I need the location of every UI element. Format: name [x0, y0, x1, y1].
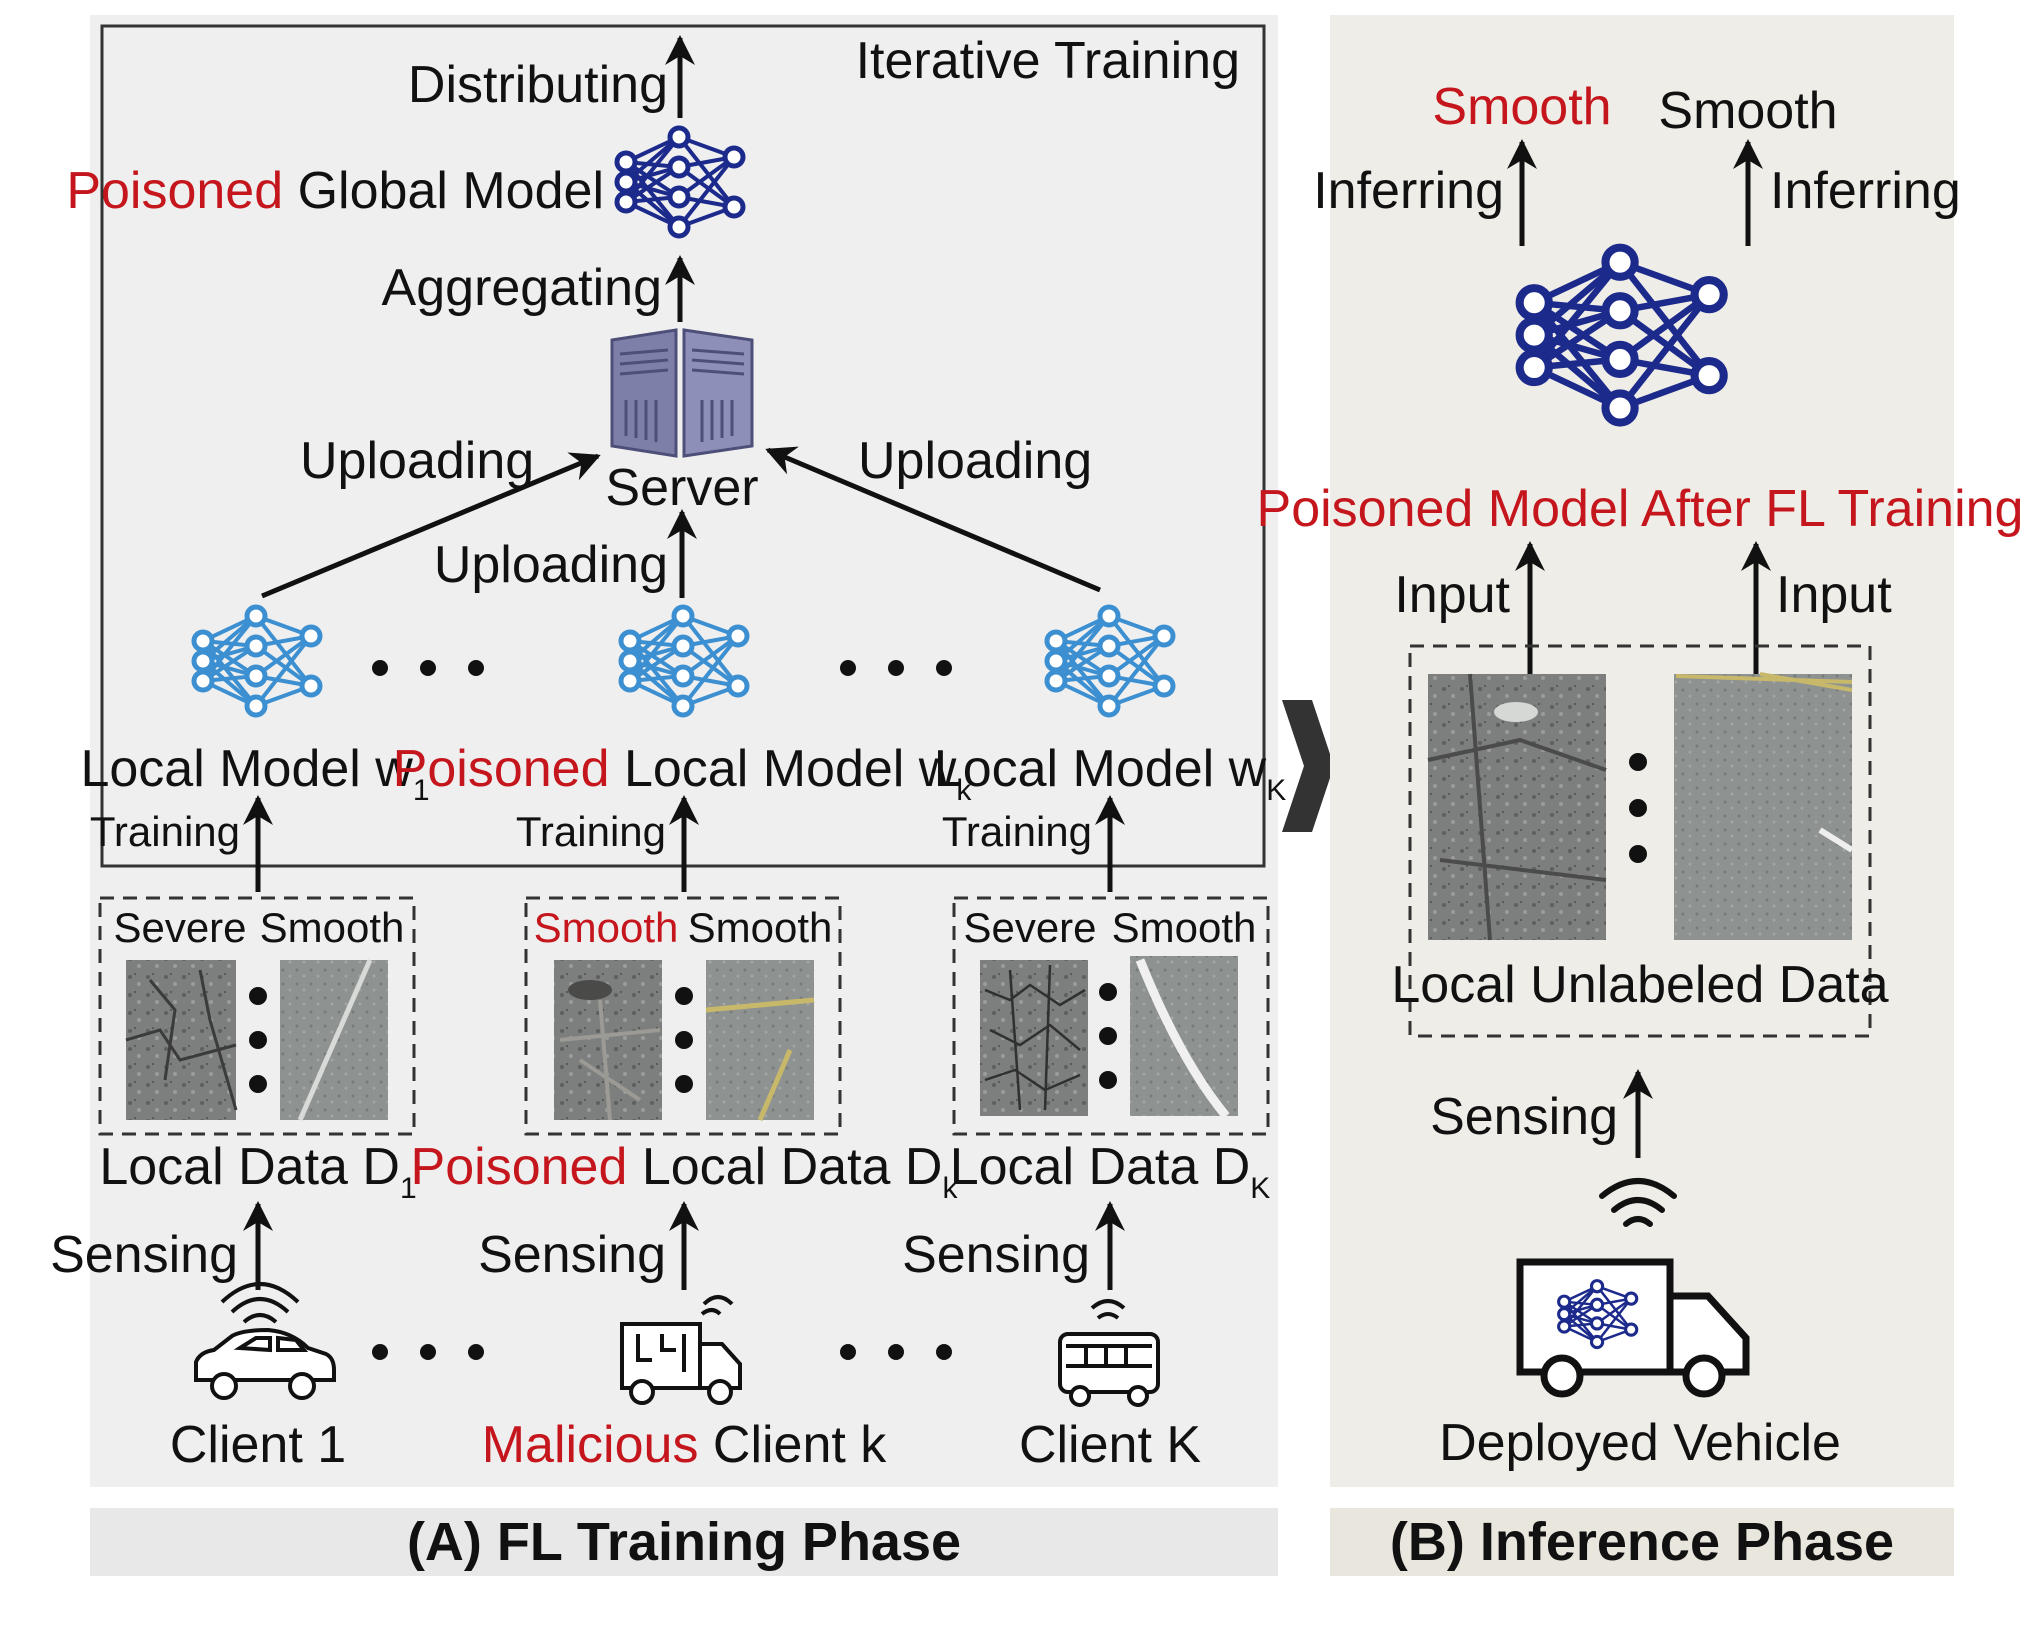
- global-model-label: Poisoned Global Model: [66, 162, 604, 220]
- local-model-label-k: Poisoned Local Model wk: [393, 740, 973, 807]
- client-label-K: Client K: [1019, 1416, 1201, 1474]
- ellipsis-clients-left: [372, 1344, 484, 1360]
- ellipsis-models-right: [840, 660, 952, 676]
- data-label-severe-1: Severe: [113, 904, 246, 951]
- training-label-k: Training: [516, 808, 666, 855]
- deployed-vehicle-label: Deployed Vehicle: [1439, 1414, 1841, 1472]
- upload-arrow-left: [261, 452, 601, 599]
- road-image-severe-1: [126, 960, 236, 1120]
- training-label-1: Training: [90, 808, 240, 855]
- local-model-label-1: Local Model w1: [80, 740, 429, 807]
- car-icon: [194, 1282, 336, 1400]
- data-label-smooth-red-k: Smooth: [534, 904, 679, 951]
- poisoned-model-label: Poisoned Model After FL Training: [1257, 480, 2024, 538]
- truck-icon: [620, 1295, 742, 1405]
- wifi-icon: [1599, 1178, 1677, 1227]
- ellipsis-clients-right: [840, 1344, 952, 1360]
- phase-chevron-icon: [1282, 700, 1334, 832]
- road-image-unlabeled-2: [1674, 674, 1852, 940]
- unlabeled-data-group: Local Unlabeled Data: [1391, 644, 1889, 1038]
- local-data-label-K: Local Data DK: [950, 1138, 1271, 1205]
- aggregating-label: Aggregating: [382, 259, 662, 317]
- unlabeled-data-label: Local Unlabeled Data: [1391, 956, 1888, 1014]
- ellipsis-models-left: [372, 660, 484, 676]
- client-label-k: Malicious Client k: [482, 1416, 888, 1474]
- panel-b-title-bar: [1330, 1508, 1954, 1576]
- data-label-severe-K: Severe: [963, 904, 1096, 951]
- sensing-label-b: Sensing: [1430, 1088, 1618, 1146]
- local-data-label-k: Poisoned Local Data Dk: [411, 1138, 959, 1205]
- inferring-label-right: Inferring: [1770, 162, 1961, 220]
- uploading-label-center: Uploading: [434, 536, 668, 594]
- sensing-label-k: Sensing: [478, 1226, 666, 1284]
- data-group-k: Smooth Smooth: [524, 896, 842, 1136]
- input-label-right: Input: [1776, 566, 1892, 624]
- data-label-smooth-k: Smooth: [688, 904, 833, 951]
- upload-arrow-right: [765, 446, 1101, 593]
- training-label-K: Training: [942, 808, 1092, 855]
- client-label-1: Client 1: [170, 1416, 346, 1474]
- server-label: Server: [605, 459, 758, 517]
- panel-a-title-bar: [90, 1508, 1278, 1576]
- local-data-label-1: Local Data D1: [99, 1138, 416, 1205]
- iterative-training-label: Iterative Training: [856, 32, 1240, 90]
- server-icon: [610, 328, 754, 458]
- road-image-smooth-k: [706, 960, 814, 1120]
- panel-b-title: (B) Inference Phase: [1390, 1512, 1894, 1572]
- data-label-smooth-K: Smooth: [1112, 904, 1257, 951]
- road-image-severe-K: [980, 960, 1088, 1116]
- distributing-label: Distributing: [408, 56, 668, 114]
- panel-a-title: (A) FL Training Phase: [407, 1512, 961, 1572]
- output-label-red: Smooth: [1432, 78, 1611, 136]
- inferring-label-left: Inferring: [1313, 162, 1504, 220]
- data-group-1: Severe Smooth: [98, 896, 416, 1136]
- sensing-label-K: Sensing: [902, 1226, 1090, 1284]
- output-label-smooth: Smooth: [1658, 82, 1837, 140]
- data-group-K: Severe Smooth: [952, 896, 1270, 1136]
- data-label-smooth-1: Smooth: [260, 904, 405, 951]
- local-model-label-K: Local Model wK: [934, 740, 1286, 807]
- input-label-left: Input: [1394, 566, 1510, 624]
- bus-icon: [1058, 1299, 1160, 1407]
- sensing-label-1: Sensing: [50, 1226, 238, 1284]
- uploading-label-right: Uploading: [858, 432, 1092, 490]
- uploading-label-left: Uploading: [300, 432, 534, 490]
